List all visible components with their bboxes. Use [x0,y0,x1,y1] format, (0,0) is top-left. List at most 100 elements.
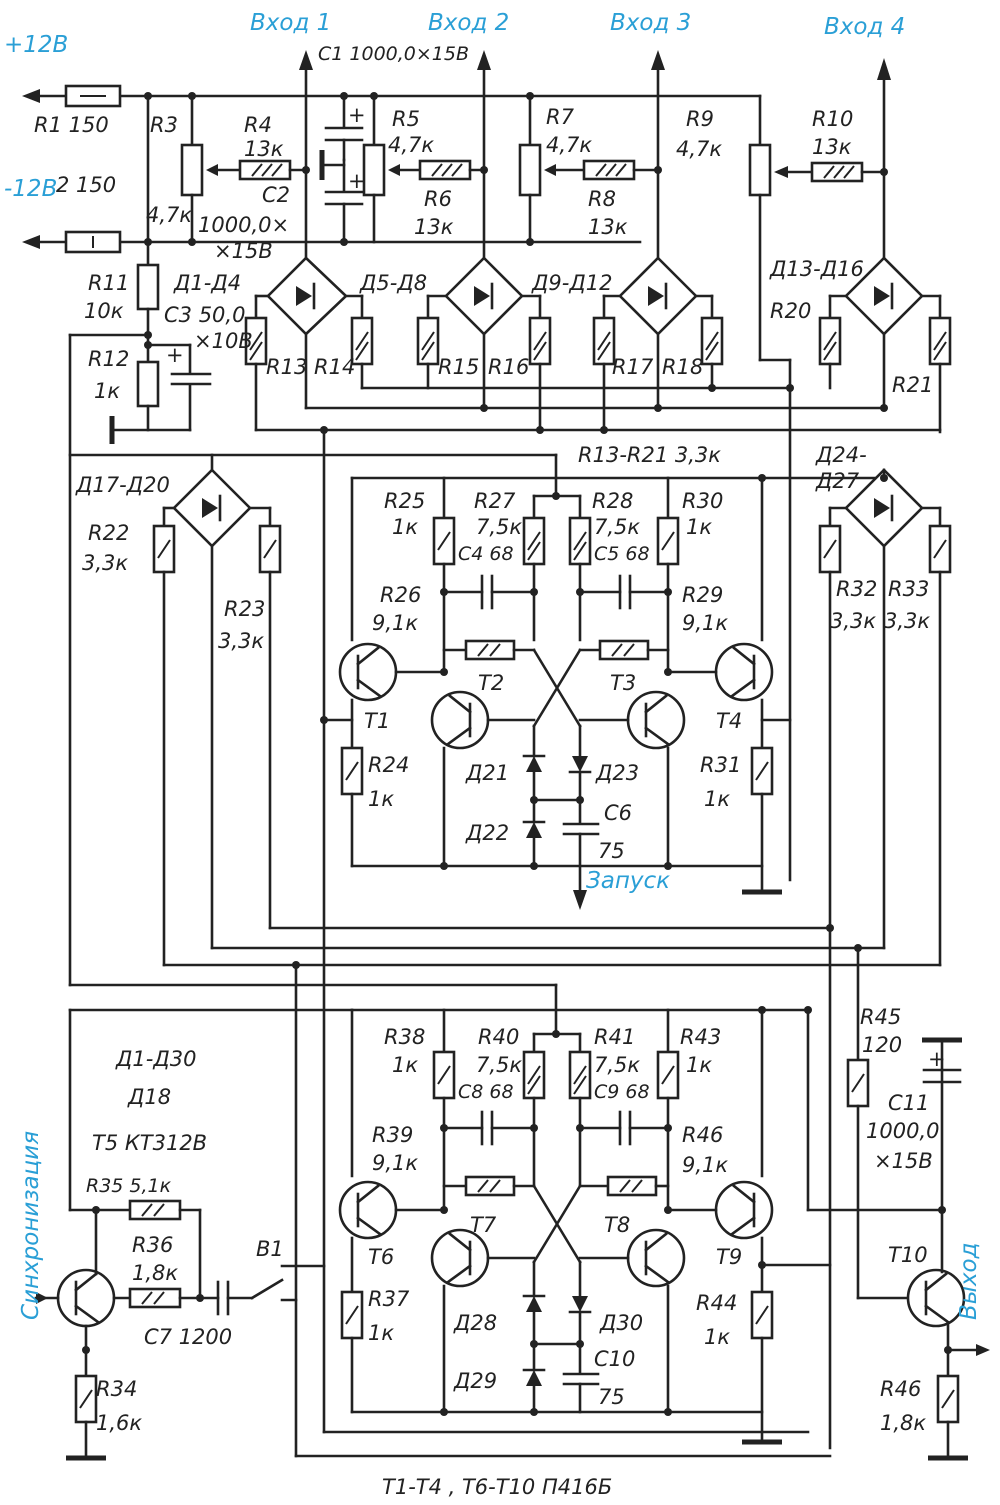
r24-value: 1к [368,787,394,811]
c11-value-2: ×15В [874,1149,933,1173]
d30-label: Д30 [599,1311,643,1335]
r34-value: 1,6к [96,1411,142,1435]
plus-supply-label: +12В [4,32,68,58]
t4-label: Т4 [716,709,742,733]
r15-label: R15 [438,355,479,379]
c2-value-2: ×15В [214,239,273,263]
svg-text:+: + [928,1047,946,1071]
side-bridges [68,453,952,1458]
upper-trigger [68,453,886,910]
r44-label: R44 [696,1291,737,1315]
r41-label: R41 [594,1025,635,1049]
r10-value: 13к [812,135,852,159]
r40-value: 7,5к [476,1053,522,1077]
r7-potentiometer [518,143,542,197]
r8-resistor [582,159,636,181]
t9-transistor [714,1180,774,1240]
r3-potentiometer [180,143,204,197]
r27-label: R27 [474,489,516,513]
r26-resistor [464,639,516,661]
bridge-d27-label: Д27 [815,469,860,493]
r4-value: 13к [244,137,284,161]
r31-value: 1к [704,787,730,811]
svg-text:+: + [166,343,184,367]
t9-label: Т9 [716,1245,742,1269]
lower-trigger [68,1006,944,1458]
r31-label: R31 [700,753,741,777]
d22-label: Д22 [465,821,509,845]
r26-value: 9,1к [372,611,418,635]
t4-transistor [714,642,774,702]
t7-label: Т7 [470,1213,497,1237]
r33-value: 3,3к [884,609,930,633]
r22-label: R22 [88,521,129,545]
r4-label: R4 [244,113,272,137]
r46a-value: 9,1к [682,1153,728,1177]
r14-label: R14 [314,355,355,379]
t8-transistor [626,1228,686,1288]
t2-label: Т2 [478,671,504,695]
t1-transistor [338,642,398,702]
c10-value: 75 [598,1385,625,1409]
bridge-d17-d20-label: Д17-Д20 [75,473,170,497]
r45-value: 120 [862,1033,902,1057]
r36-value: 1,8к [132,1261,178,1285]
d18-label: Д18 [127,1085,171,1109]
c5-label: С5 68 [594,543,650,565]
c7-label: С7 1200 [144,1325,232,1349]
r10-label: R10 [812,107,853,131]
t5-type-label: Т5 КТ312В [92,1131,207,1155]
output-label: Выход [956,1242,982,1320]
r9-label: R9 [686,107,714,131]
c9-label: С9 68 [594,1081,650,1103]
r43-label: R43 [680,1025,721,1049]
bridge-d5-d8-label: Д5-Д8 [359,271,427,295]
bridge-d24-label: Д24- [815,443,867,467]
r38-label: R38 [384,1025,425,1049]
r6-label: R6 [424,187,452,211]
r29-resistor [598,639,650,661]
r46a-label: R46 [682,1123,723,1147]
diodes-type-label: Д1-Д30 [115,1047,196,1071]
c10-label: С10 [594,1347,635,1371]
c3-value: ×10В [194,329,253,353]
c3-label: С3 50,0 [164,303,245,327]
input-3-label: Вход 3 [610,10,691,36]
r5-potentiometer [362,143,386,197]
r5-label: R5 [392,107,420,131]
r17-label: R17 [612,355,654,379]
r23-value: 3,3к [218,629,264,653]
t10-transistor [906,1268,966,1328]
r6-value: 13к [414,215,454,239]
r30-value: 1к [686,515,712,539]
r28-label: R28 [592,489,633,513]
c4-label: С4 68 [458,543,514,565]
r38-value: 1к [392,1053,418,1077]
r39-label: R39 [372,1123,413,1147]
c2-label: С2 [262,183,290,207]
r12-value: 1к [94,379,120,403]
r24-label: R24 [368,753,409,777]
r41-value: 7,5к [594,1053,640,1077]
r46b-value: 1,8к [880,1411,926,1435]
r11-resistor [136,263,160,311]
r45-label: R45 [860,1005,901,1029]
r4-resistor [238,159,292,181]
r32-value: 3,3к [830,609,876,633]
r11-label: R11 [88,271,129,295]
r22-value: 3,3к [82,551,128,575]
t10-label: Т10 [888,1243,928,1267]
t7-transistor [430,1228,490,1288]
r9-potentiometer [748,143,772,197]
r35-label: R35 5,1к [86,1175,172,1197]
c2-value: 1000,0× [198,213,289,237]
input-4-label: Вход 4 [824,14,905,40]
r12-label: R12 [88,347,129,371]
r20-label: R20 [770,299,811,323]
svg-text:+: + [348,169,366,193]
sync-section [34,1199,326,1461]
r13-r21-note: R13-R21 3,3к [578,443,721,467]
r1-label: R1 150 [34,113,109,137]
r26-label: R26 [380,583,421,607]
